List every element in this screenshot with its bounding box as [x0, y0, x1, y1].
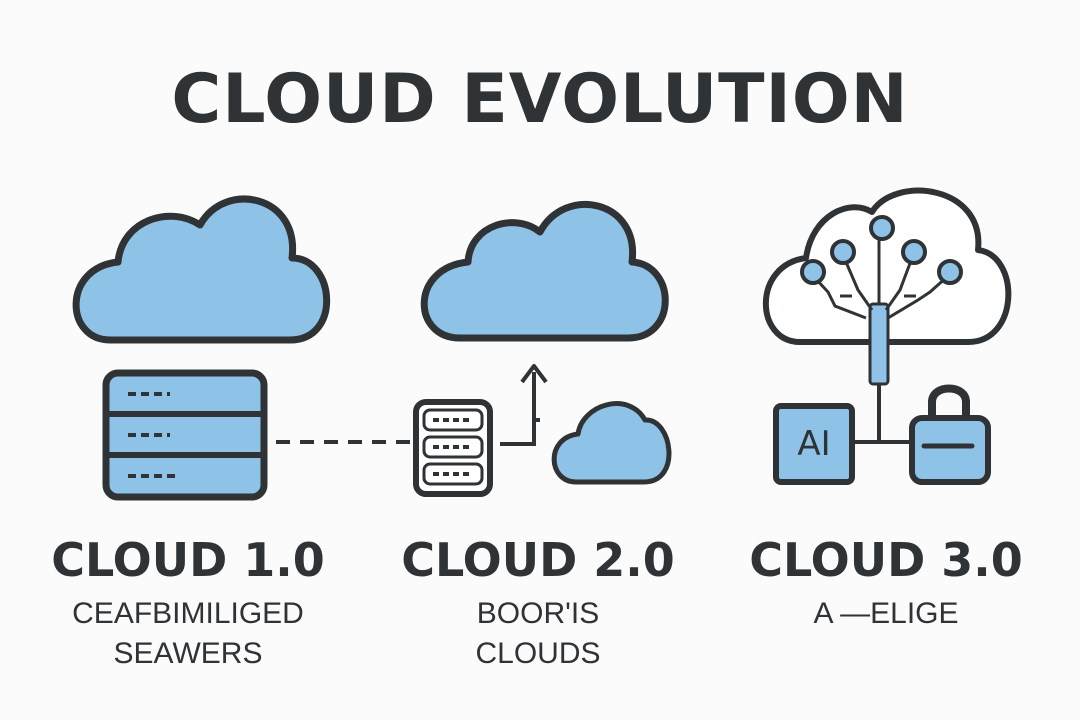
stage-1-subtitle-line2: SEAWERS — [113, 637, 263, 670]
cloud-1-cloud-icon — [72, 195, 331, 344]
cloud-1-server-rack-icon — [102, 369, 268, 501]
stage-2-subtitle-line2: CLOUDS — [475, 637, 601, 670]
ai-chip-label: AI — [797, 424, 831, 464]
stage-1-title: CLOUD 1.0 — [51, 533, 325, 587]
cloud-3-ai-chip-icon — [773, 403, 855, 485]
cloud-2-server-icon — [413, 399, 493, 497]
cloud-3-network-cloud-icon — [762, 187, 1012, 444]
cloud-2-arrow-up-icon — [500, 364, 548, 446]
stage-2-subtitle-line1: BOOR'IS — [476, 597, 600, 630]
cloud-3-lock-icon — [909, 384, 991, 485]
stage-2-title: CLOUD 2.0 — [401, 533, 675, 587]
stage-1-subtitle-line1: CEAFBIMILIGED — [72, 597, 304, 630]
diagram-title: CLOUD EVOLUTION — [171, 60, 909, 139]
stage-3-title: CLOUD 3.0 — [749, 533, 1023, 587]
stage-3-subtitle-line1: A —ELIGE — [813, 597, 959, 630]
cloud-2-cloud-icon — [420, 201, 669, 342]
cloud-2-small-cloud-icon — [551, 401, 672, 485]
